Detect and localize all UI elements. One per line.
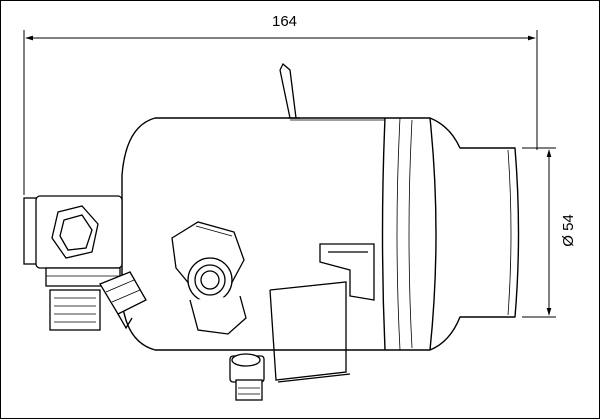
outlet-neck	[429, 117, 520, 351]
mounting-bracket	[269, 243, 375, 383]
length-dimension	[23, 30, 538, 195]
length-label: 164	[272, 13, 298, 30]
pressure-port	[99, 271, 147, 330]
collar-ring	[385, 117, 437, 351]
diameter-label: Ø 54	[559, 214, 577, 247]
top-bracket	[279, 62, 300, 119]
diameter-dimension	[522, 147, 556, 318]
left-end-cap	[121, 117, 156, 351]
service-valve	[229, 353, 265, 401]
centre-fitting	[171, 221, 247, 335]
inlet-fitting	[23, 195, 123, 331]
cylinder-edges	[155, 117, 385, 351]
drier-body	[121, 117, 520, 351]
